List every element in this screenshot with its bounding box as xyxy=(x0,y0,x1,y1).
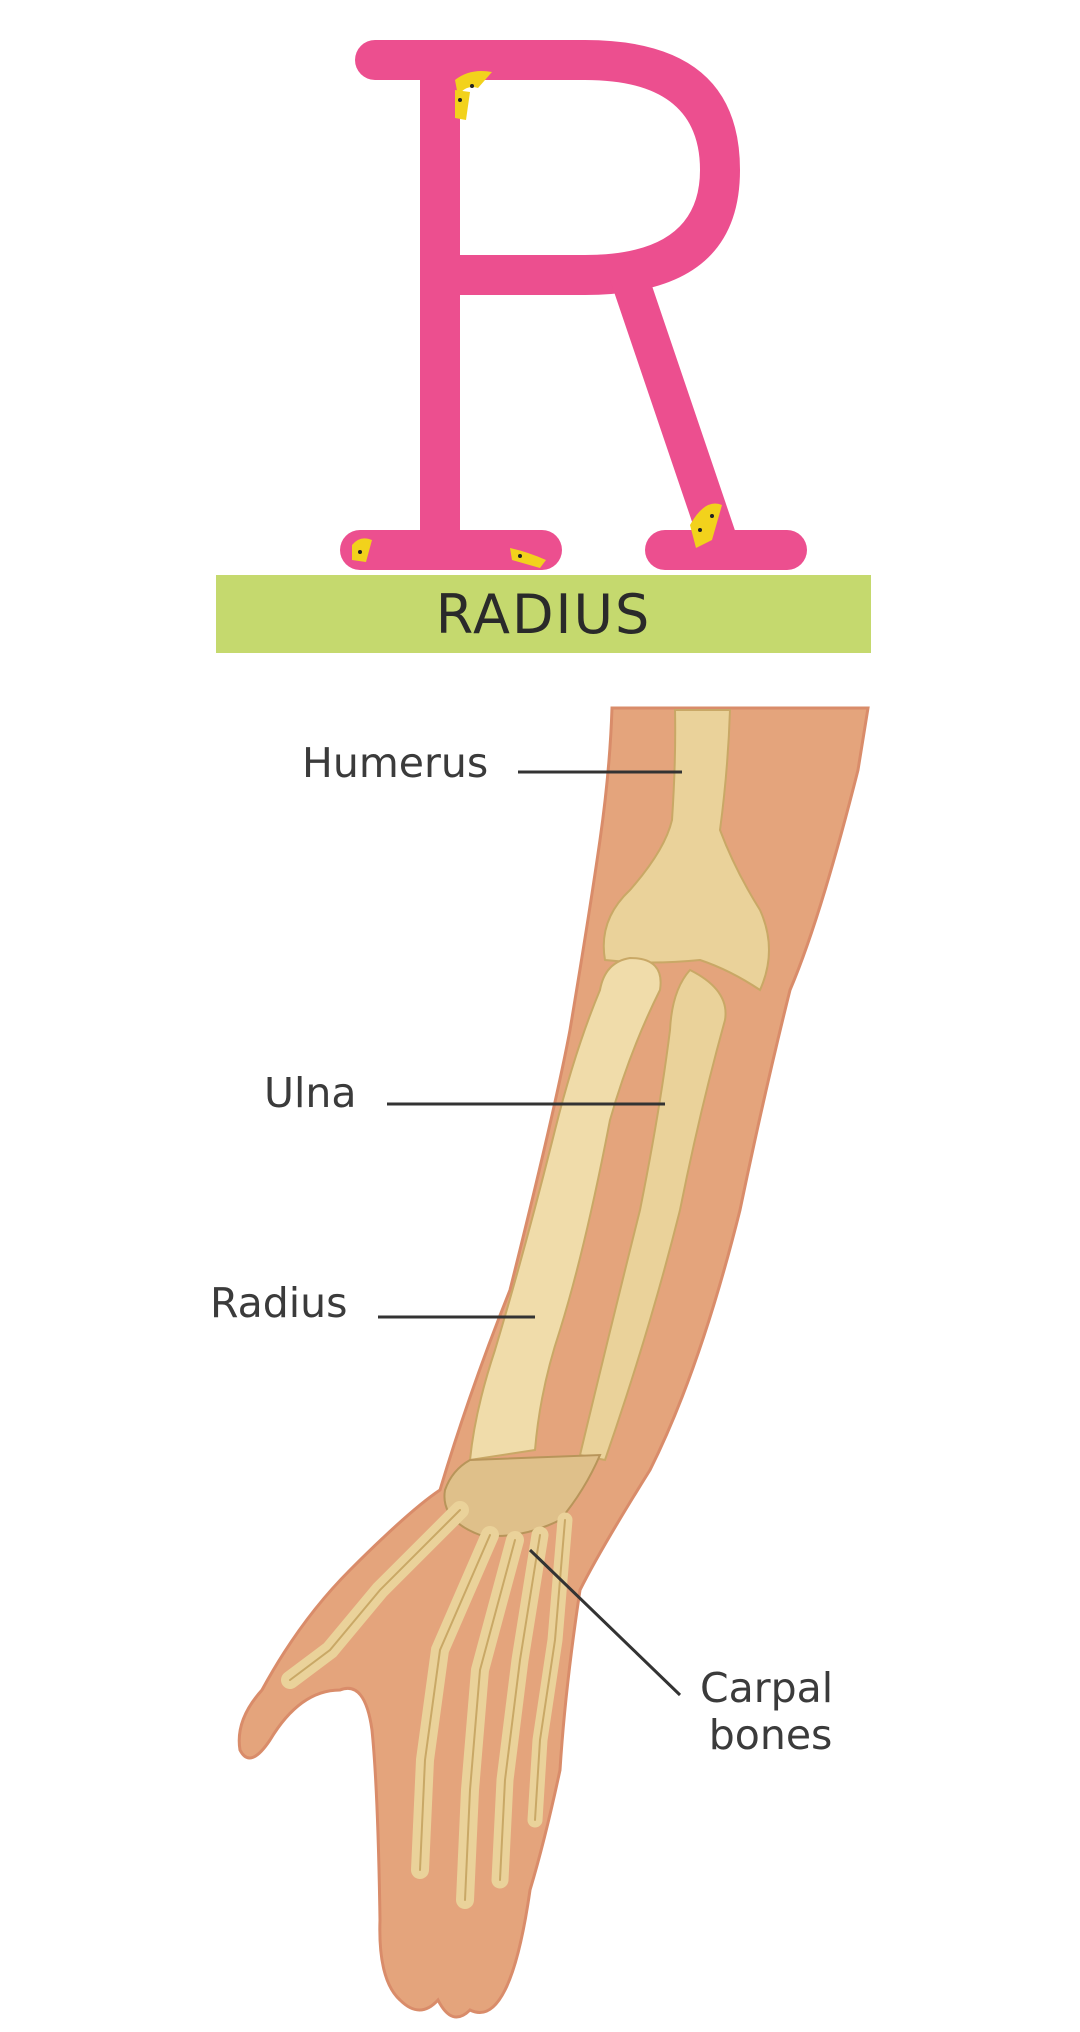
label-carpal-bones: Carpal bones xyxy=(700,1664,834,1760)
ulna-bone xyxy=(578,968,727,1462)
letter-pattern xyxy=(352,71,722,568)
finger-bone-outlines xyxy=(289,1509,566,1901)
arm-diagram: Humerus Ulna Radius Carpal bones xyxy=(0,690,1080,2028)
label-radius: Radius xyxy=(210,1279,348,1327)
letter-graphic xyxy=(0,0,1080,580)
label-carpal-line1: Carpal xyxy=(700,1664,834,1712)
letter-bottom-serif-left xyxy=(340,530,562,570)
letter-pattern-dots xyxy=(358,84,714,558)
letter-r-svg xyxy=(340,40,807,570)
carpal-leader-line xyxy=(528,1548,682,1697)
letter-stem xyxy=(420,40,460,565)
letter-bottom-serif-right xyxy=(645,530,807,570)
humerus-bone xyxy=(602,709,770,992)
letter-bowl xyxy=(440,40,740,295)
arm-skin xyxy=(237,706,870,2019)
letter-leg xyxy=(610,280,745,560)
arm-illustration xyxy=(237,706,870,2019)
title-banner: RADIUS xyxy=(216,575,871,653)
label-humerus: Humerus xyxy=(302,739,489,787)
page-title: RADIUS xyxy=(435,582,652,646)
label-ulna: Ulna xyxy=(264,1069,357,1117)
label-carpal-line2: bones xyxy=(708,1711,833,1760)
